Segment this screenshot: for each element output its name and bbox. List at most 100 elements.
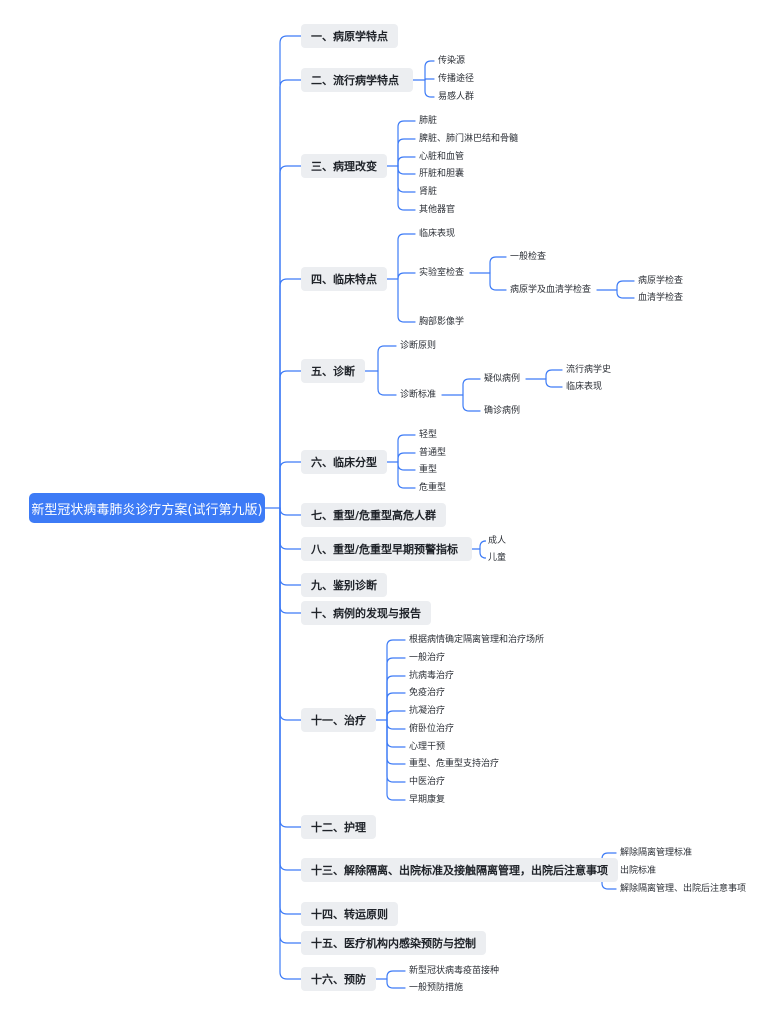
subtopic[interactable]: 一般预防措施 — [409, 983, 464, 993]
branch-topic[interactable]: 十一、治疗 — [301, 708, 376, 732]
branch-topic[interactable]: 七、重型/危重型高危人群 — [301, 503, 447, 527]
subtopic[interactable]: 实验室检查 — [419, 268, 465, 278]
branch-topic[interactable]: 十二、护理 — [301, 815, 376, 839]
subtopic[interactable]: 重型、危重型支持治疗 — [409, 759, 500, 769]
connector-line — [462, 378, 481, 396]
subtopic[interactable]: 轻型 — [419, 430, 438, 440]
branch-topic[interactable]: 八、重型/危重型早期预警指标 — [301, 537, 472, 561]
connector-line — [279, 507, 302, 944]
subtopic[interactable]: 早期康复 — [409, 795, 446, 805]
branch-topic[interactable]: 十五、医疗机构内感染预防与控制 — [301, 931, 486, 955]
subtopic[interactable]: 流行病学史 — [566, 365, 612, 375]
subtopic[interactable]: 临床表现 — [566, 382, 603, 392]
connector-line — [397, 233, 416, 280]
connector-line — [397, 278, 416, 323]
connector-line — [386, 719, 406, 765]
connector-line — [279, 507, 302, 871]
subtopic[interactable]: 重型 — [419, 465, 438, 475]
connector-line — [397, 120, 416, 167]
subtopic[interactable]: 中医治疗 — [409, 777, 446, 787]
branch-topic[interactable]: 一、病原学特点 — [301, 24, 398, 48]
connector-line — [397, 165, 416, 175]
subtopic[interactable]: 确诊病例 — [484, 406, 521, 416]
subtopic[interactable]: 免疫治疗 — [409, 688, 446, 698]
connector-line — [279, 461, 302, 509]
connector-line — [397, 461, 416, 471]
branch-topic[interactable]: 五、诊断 — [301, 359, 365, 383]
subtopic[interactable]: 其他器官 — [419, 205, 456, 215]
connector-line — [424, 78, 435, 81]
branch-topic[interactable]: 九、鉴别诊断 — [301, 573, 387, 597]
connector-line — [386, 639, 406, 721]
connector-line — [377, 345, 397, 372]
connector-line — [386, 657, 406, 721]
connector-line — [397, 138, 416, 167]
subtopic[interactable]: 新型冠状病毒疫苗接种 — [409, 966, 500, 976]
subtopic[interactable]: 解除隔离管理、出院后注意事项 — [620, 884, 747, 894]
connector-line — [616, 289, 635, 299]
subtopic[interactable]: 抗病毒治疗 — [409, 671, 455, 681]
connector-line — [279, 35, 302, 509]
branch-topic[interactable]: 六、临床分型 — [301, 450, 387, 474]
connector-line — [279, 507, 302, 516]
subtopic[interactable]: 传播途径 — [438, 74, 475, 84]
subtopic[interactable]: 脾脏、肺门淋巴结和骨髓 — [419, 134, 519, 144]
subtopic[interactable]: 病原学及血清学检查 — [510, 285, 592, 295]
subtopic[interactable]: 肾脏 — [419, 187, 438, 197]
connector-line — [489, 272, 507, 291]
branch-topic[interactable]: 十六、预防 — [301, 967, 376, 991]
connector-line — [545, 378, 563, 388]
subtopic[interactable]: 儿童 — [488, 553, 507, 563]
subtopic[interactable]: 易感人群 — [438, 92, 475, 102]
connector-line — [424, 79, 435, 98]
subtopic[interactable]: 成人 — [488, 536, 507, 546]
subtopic[interactable]: 传染源 — [438, 56, 466, 66]
connector-line — [386, 692, 406, 721]
connector-line — [397, 165, 416, 211]
subtopic[interactable]: 心脏和血管 — [419, 152, 465, 162]
subtopic[interactable]: 一般检查 — [510, 252, 547, 262]
subtopic[interactable]: 一般治疗 — [409, 653, 446, 663]
subtopic[interactable]: 诊断标准 — [400, 390, 437, 400]
connector-line — [279, 507, 302, 915]
subtopic[interactable]: 肝脏和胆囊 — [419, 169, 465, 179]
subtopic[interactable]: 疑似病例 — [484, 374, 521, 384]
subtopic[interactable]: 俯卧位治疗 — [409, 724, 455, 734]
subtopic[interactable]: 危重型 — [419, 483, 447, 493]
subtopic[interactable]: 解除隔离管理标准 — [620, 848, 693, 858]
subtopic[interactable]: 根据病情确定隔离管理和治疗场所 — [409, 635, 545, 645]
subtopic[interactable]: 诊断原则 — [400, 341, 437, 351]
connector-line — [386, 978, 406, 989]
subtopic[interactable]: 肺脏 — [419, 116, 438, 126]
branch-topic[interactable]: 十三、解除隔离、出院标准及接触隔离管理，出院后注意事项 — [301, 858, 618, 882]
connector-line — [397, 165, 416, 193]
subtopic[interactable]: 临床表现 — [419, 229, 456, 239]
subtopic[interactable]: 心理干预 — [409, 742, 446, 752]
subtopic[interactable]: 病原学检查 — [638, 276, 684, 286]
connector-line — [279, 507, 302, 614]
connector-line — [386, 970, 406, 980]
root-topic[interactable]: 新型冠状病毒肺炎诊疗方案(试行第九版) — [29, 493, 265, 523]
connector-line — [545, 369, 563, 380]
branch-topic[interactable]: 三、病理改变 — [301, 154, 387, 178]
connector-line — [462, 394, 481, 412]
branch-topic[interactable]: 四、临床特点 — [301, 267, 387, 291]
connector-line — [479, 540, 487, 550]
branch-topic[interactable]: 十四、转运原则 — [301, 902, 398, 926]
connector-line — [479, 548, 487, 559]
subtopic[interactable]: 抗凝治疗 — [409, 706, 446, 716]
connector-line — [397, 452, 416, 463]
subtopic[interactable]: 胸部影像学 — [419, 317, 465, 327]
connector-line — [386, 675, 406, 721]
connector-line — [397, 272, 416, 280]
connector-line — [386, 719, 406, 730]
connector-line — [279, 507, 302, 721]
subtopic[interactable]: 普通型 — [419, 448, 447, 458]
subtopic[interactable]: 出院标准 — [620, 866, 657, 876]
branch-topic[interactable]: 二、流行病学特点 — [301, 68, 413, 92]
branch-topic[interactable]: 十、病例的发现与报告 — [301, 601, 431, 625]
subtopic[interactable]: 血清学检查 — [638, 293, 684, 303]
connector-line — [397, 461, 416, 489]
